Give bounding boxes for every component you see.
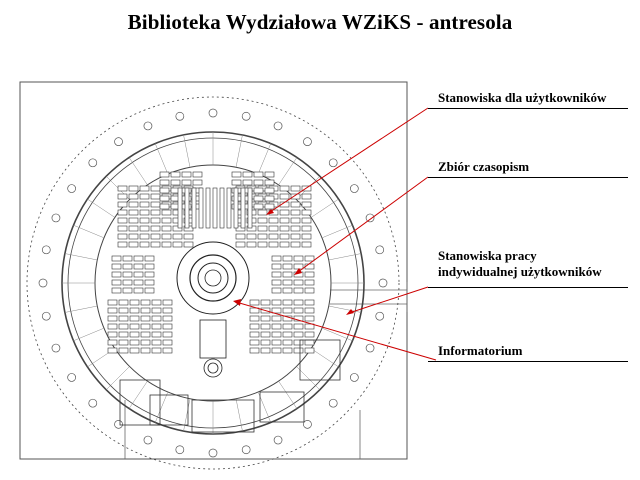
axis-marker bbox=[273, 121, 283, 131]
desk-block bbox=[235, 185, 312, 248]
axis-marker bbox=[114, 419, 123, 429]
central-core bbox=[176, 241, 250, 315]
radial-line bbox=[310, 348, 339, 368]
radial-grid bbox=[62, 132, 364, 434]
radial-line bbox=[64, 305, 98, 313]
axis-marker bbox=[375, 245, 385, 255]
radial-line bbox=[257, 143, 272, 175]
axis-marker bbox=[365, 213, 375, 223]
shelving bbox=[177, 187, 253, 229]
legend-information: Informatorium bbox=[438, 343, 523, 358]
axis-marker bbox=[349, 373, 359, 382]
axis-marker bbox=[273, 435, 283, 445]
axis-marker bbox=[208, 448, 218, 458]
pointer-periodicals bbox=[297, 176, 429, 273]
desk-block bbox=[249, 299, 315, 354]
radial-line bbox=[106, 366, 130, 390]
axis-marker bbox=[349, 184, 359, 193]
axis-marker bbox=[143, 121, 153, 131]
axis-marker bbox=[38, 278, 48, 288]
axis-marker bbox=[88, 158, 98, 168]
desk-block bbox=[271, 255, 315, 294]
legend-underline bbox=[428, 108, 628, 109]
legend-periodicals: Zbiór czasopism bbox=[438, 159, 530, 174]
axis-marker bbox=[378, 278, 388, 288]
axis-marker bbox=[375, 311, 385, 321]
desk-blocks bbox=[107, 171, 315, 354]
legend-individual-work-line1: Stanowiska pracy bbox=[438, 248, 537, 263]
radial-line bbox=[183, 398, 191, 432]
axis-marker bbox=[328, 398, 338, 408]
staircase bbox=[199, 319, 227, 378]
radial-line bbox=[87, 198, 116, 218]
radial-line bbox=[73, 327, 105, 342]
radial-line bbox=[154, 143, 169, 175]
legend-underline bbox=[428, 361, 628, 362]
radial-line bbox=[235, 134, 243, 168]
legend-individual-work-line2: indywidualnej użytkowników bbox=[438, 264, 602, 279]
axis-marker bbox=[241, 111, 251, 121]
axis-marker bbox=[303, 419, 312, 429]
axis-marker bbox=[175, 445, 185, 455]
radial-line bbox=[235, 398, 243, 432]
axis-marker bbox=[175, 111, 185, 121]
radial-line bbox=[328, 305, 362, 313]
legend-user-stations: Stanowiska dla użytkowników bbox=[438, 90, 607, 105]
radial-line bbox=[321, 224, 353, 239]
desk-block bbox=[111, 255, 155, 294]
legend-underline bbox=[428, 177, 628, 178]
axis-marker bbox=[51, 213, 61, 223]
axis-marker bbox=[143, 435, 153, 445]
lower-rooms bbox=[119, 339, 341, 433]
page-title: Biblioteka Wydziałowa WZiKS - antresola bbox=[127, 10, 513, 34]
axis-markers bbox=[38, 108, 388, 458]
desk-block bbox=[107, 299, 173, 354]
axis-marker bbox=[51, 343, 61, 353]
pointer-information bbox=[235, 301, 437, 361]
radial-line bbox=[328, 253, 362, 261]
axis-marker bbox=[67, 184, 77, 193]
axis-marker bbox=[303, 137, 312, 147]
axis-marker bbox=[67, 373, 77, 382]
radial-line bbox=[278, 380, 298, 409]
radial-line bbox=[73, 224, 105, 239]
radial-line bbox=[310, 198, 339, 218]
radial-line bbox=[128, 157, 148, 186]
axis-marker bbox=[328, 158, 338, 168]
radial-line bbox=[128, 380, 148, 409]
axis-marker bbox=[365, 343, 375, 353]
radial-line bbox=[154, 391, 169, 423]
radial-line bbox=[64, 253, 98, 261]
radial-line bbox=[321, 327, 353, 342]
axis-marker bbox=[88, 398, 98, 408]
axis-marker bbox=[208, 108, 218, 118]
axis-marker bbox=[114, 137, 123, 147]
radial-line bbox=[278, 157, 298, 186]
axis-marker bbox=[41, 245, 51, 255]
pointer-user-stations bbox=[269, 107, 429, 213]
radial-line bbox=[183, 134, 191, 168]
axis-marker bbox=[41, 311, 51, 321]
legend-underline bbox=[428, 287, 628, 288]
pointer-individual-work bbox=[348, 286, 429, 314]
axis-marker bbox=[241, 445, 251, 455]
